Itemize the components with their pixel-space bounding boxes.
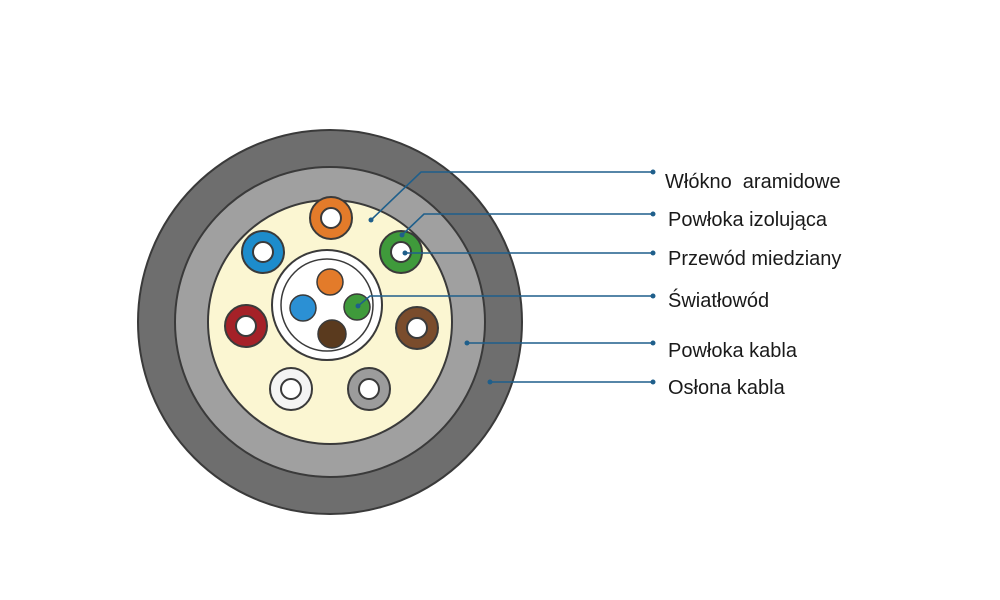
dot-aramid-start: [368, 217, 374, 223]
optical-fiber-blue: [289, 294, 317, 322]
label-cable-sheath: Osłona kabla: [668, 377, 786, 399]
leader-dots: [355, 169, 656, 385]
label-optical-fiber: Światłowód: [668, 288, 769, 312]
copper-conductor-white: [269, 367, 313, 411]
dot-copper-start: [402, 250, 408, 256]
label-copper-wire: Przewód miedziany: [668, 248, 841, 270]
dot-insulation-end: [650, 211, 656, 217]
cable-cross-section: [137, 129, 523, 515]
optical-fiber-brown: [317, 319, 347, 349]
fiber-tube-inner: [280, 258, 374, 352]
leader-line-aramid: [370, 171, 653, 221]
label-cable-coating: Powłoka kabla: [668, 340, 798, 362]
leader-lines: [357, 171, 653, 383]
dot-fiber-start: [355, 303, 361, 309]
dot-insulation-start: [399, 232, 405, 238]
copper-conductor-green: [379, 230, 423, 274]
copper-conductor-orange: [309, 196, 353, 240]
optical-fiber-orange: [316, 268, 344, 296]
copper-conductor-red: [224, 304, 268, 348]
copper-conductor-gray: [347, 367, 391, 411]
copper-conductor-blue: [241, 230, 285, 274]
copper-conductor-brown: [395, 306, 439, 350]
dot-fiber-end: [650, 293, 656, 299]
dot-coating-end: [650, 340, 656, 346]
dot-sheath-end: [650, 379, 656, 385]
leader-line-insulation: [401, 213, 653, 236]
dot-coating-start: [464, 340, 470, 346]
dot-aramid-end: [650, 169, 656, 175]
leader-line-fiber: [357, 295, 653, 307]
dot-sheath-start: [487, 379, 493, 385]
label-aramid-fiber: Włókno aramidowe: [665, 171, 841, 193]
dot-copper-end: [650, 250, 656, 256]
callout-labels: Włókno aramidowe Powłoka izolująca Przew…: [665, 171, 841, 399]
label-insulation-coating: Powłoka izolująca: [668, 209, 828, 231]
